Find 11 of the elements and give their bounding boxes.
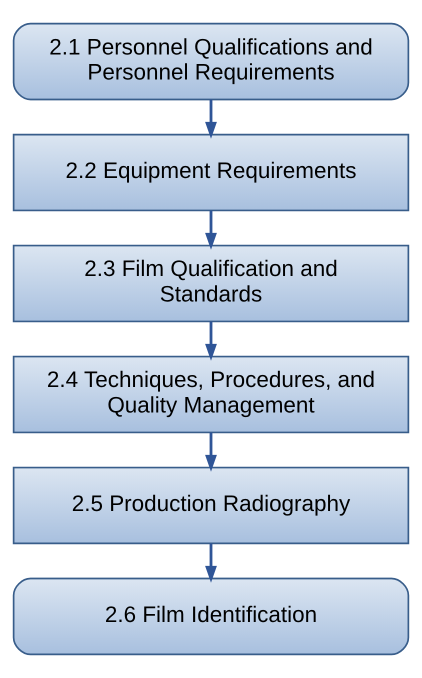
arrow (205, 544, 217, 583)
node-box: 2.2 Equipment Requirements (12, 134, 410, 212)
arrow (205, 100, 217, 139)
node-box: 2.5 Production Radiography (12, 466, 410, 544)
node-box: 2.4 Techniques, Procedures, and Quality Management (12, 356, 410, 434)
node-box: 2.3 Film Qualification and Standards (12, 244, 410, 322)
node-box: 2.6 Film Identification (12, 578, 410, 656)
arrow (205, 432, 217, 472)
arrow (205, 210, 217, 250)
node-box: 2.1 Personnel Qualifications and Personnel Requirements (12, 22, 410, 100)
arrow (205, 322, 217, 361)
